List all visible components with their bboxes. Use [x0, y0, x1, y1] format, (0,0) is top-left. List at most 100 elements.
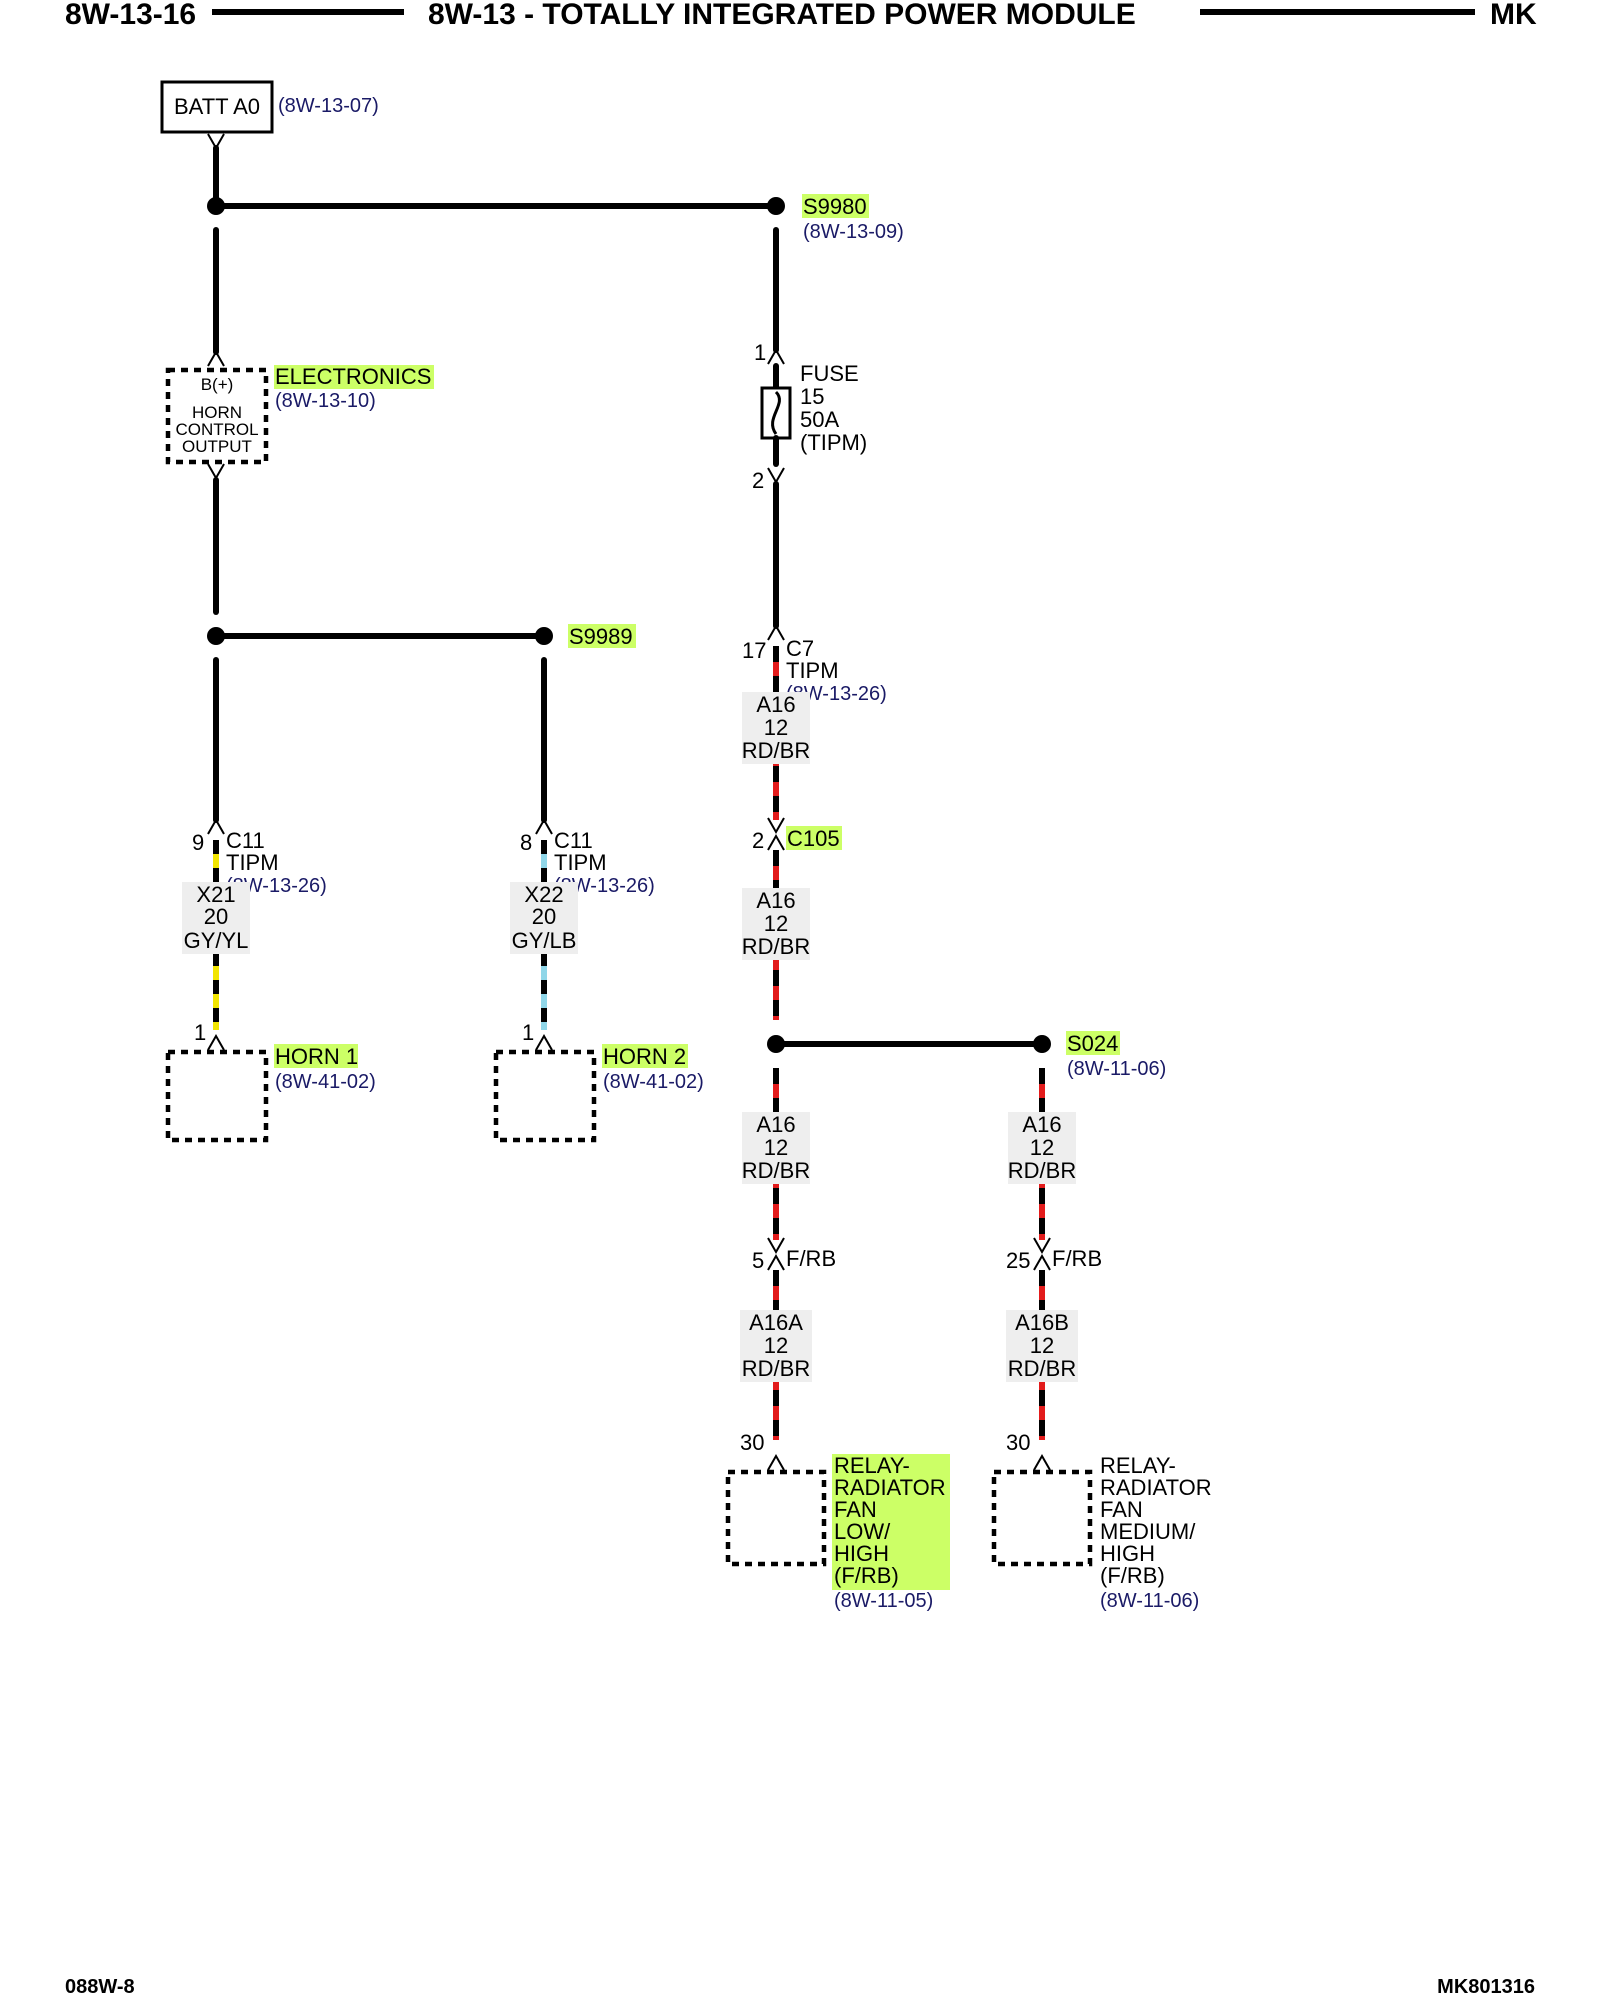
- c7-conn: C7: [786, 636, 814, 661]
- relay-med-connector-icon: [1033, 1453, 1051, 1471]
- frb-left-connector-icon: [767, 1237, 785, 1255]
- fuse-line-0: FUSE: [800, 361, 859, 386]
- horn1-label: HORN 1: [275, 1044, 358, 1069]
- horn2-c11-ref[interactable]: (8W-13-26): [554, 875, 655, 897]
- relay-low-line-1: RADIATOR: [834, 1475, 946, 1500]
- fuse-line-2: 50A: [800, 407, 839, 432]
- c105-pin: 2: [752, 828, 764, 853]
- electronics-inner-2: CONTROL: [175, 420, 258, 439]
- a16-2-circuit: A16: [756, 888, 795, 913]
- relay-low-connector-icon: [767, 1453, 785, 1471]
- a16-3-color: RD/BR: [742, 1158, 810, 1183]
- c7-name: TIPM: [786, 658, 839, 683]
- batt-a0-ref[interactable]: (8W-13-07): [278, 95, 379, 117]
- a16-1-circuit: A16: [756, 692, 795, 717]
- c105-highlight: [786, 826, 842, 850]
- frb-right-mate-connector-icon: [1033, 1253, 1051, 1271]
- frb-left-pin: 5: [752, 1248, 764, 1273]
- frb-left-conn: F/RB: [786, 1246, 836, 1271]
- x22-circuit: X22: [524, 882, 563, 907]
- horn1-pin: 1: [194, 1020, 206, 1045]
- c7-pin: 17: [742, 638, 766, 663]
- horn2-c11-name: TIPM: [554, 850, 607, 875]
- a16-2-color: RD/BR: [742, 934, 810, 959]
- relay-low-box[interactable]: [725, 1469, 827, 1567]
- a16-4-gauge: 12: [1030, 1135, 1054, 1160]
- splice-node-left-2: [207, 627, 225, 645]
- electronics-highlight: [274, 365, 434, 389]
- frb-right-conn: F/RB: [1052, 1246, 1102, 1271]
- horn2-pin: 1: [522, 1020, 534, 1045]
- s9980-highlight: [802, 194, 869, 218]
- electronics-ref[interactable]: (8W-13-10): [275, 390, 376, 412]
- horn1-c11-name: TIPM: [226, 850, 279, 875]
- horn2-box[interactable]: [493, 1049, 597, 1143]
- horn2-c11-conn: C11: [554, 828, 593, 853]
- horn1-c11-ref[interactable]: (8W-13-26): [226, 875, 327, 897]
- c105-conn: C105: [787, 826, 840, 851]
- s024-ref[interactable]: (8W-11-06): [1067, 1058, 1166, 1080]
- horn1-c11-pin: 9: [192, 830, 204, 855]
- x21-color: GY/YL: [184, 928, 249, 953]
- horn1-c11-conn: C11: [226, 828, 265, 853]
- relay-low-line-3: LOW/: [834, 1519, 891, 1544]
- a16-1-color: RD/BR: [742, 738, 810, 763]
- x22-code-bg: [510, 882, 578, 954]
- s024-label: S024: [1067, 1031, 1118, 1056]
- c105-connector-icon: [767, 817, 785, 835]
- horn2-c11-pin: 8: [520, 830, 532, 855]
- horn1-ref[interactable]: (8W-41-02): [275, 1071, 376, 1093]
- header-right: MK: [1490, 0, 1537, 31]
- relay-low-pin: 30: [740, 1430, 764, 1455]
- relay-med-line-3: MEDIUM/: [1100, 1519, 1196, 1544]
- relay-med-line-4: HIGH: [1100, 1541, 1155, 1566]
- c7-connector-icon: [767, 623, 785, 641]
- a16a-code-bg: [740, 1310, 812, 1382]
- electronics-inner-3: OUTPUT: [182, 437, 252, 456]
- horn1-box[interactable]: [165, 1049, 269, 1143]
- relay-low-ref[interactable]: (8W-11-05): [834, 1590, 933, 1612]
- fuse-pin-bottom: 2: [752, 468, 764, 493]
- a16-3-gauge: 12: [764, 1135, 788, 1160]
- splice-node-left: [207, 197, 225, 215]
- splice-node-s024-left: [767, 1035, 785, 1053]
- a16a-gauge: 12: [764, 1333, 788, 1358]
- a16-1-gauge: 12: [764, 715, 788, 740]
- fuse-out-connector-icon: [767, 467, 785, 485]
- relay-med-box[interactable]: [991, 1469, 1093, 1567]
- electronics-out-connector-icon: [207, 463, 225, 481]
- batt-a0-source[interactable]: BATT A0 (8W-13-07): [160, 80, 379, 151]
- electronics-label: ELECTRONICS: [275, 364, 431, 389]
- relay-low-highlight: [832, 1454, 950, 1590]
- frb-right-pin: 25: [1006, 1248, 1030, 1273]
- frb-right-connector-icon: [1033, 1237, 1051, 1255]
- horn2-label: HORN 2: [603, 1044, 686, 1069]
- electronics-in-connector-icon: [207, 349, 225, 367]
- fuse-line-3: (TIPM): [800, 430, 867, 455]
- a16-4-color: RD/BR: [1008, 1158, 1076, 1183]
- s024-highlight: [1066, 1031, 1120, 1055]
- splice-node-s9980: [767, 197, 785, 215]
- electronics-inner-0: B(+): [201, 375, 234, 394]
- s9980-ref[interactable]: (8W-13-09): [803, 221, 904, 243]
- relay-med-pin: 30: [1006, 1430, 1030, 1455]
- a16-4-code-bg: [1008, 1112, 1076, 1184]
- header-left: 8W-13-16: [65, 0, 196, 31]
- batt-a0-box: [160, 80, 274, 134]
- horn1-highlight: [274, 1044, 358, 1068]
- x21-gauge: 20: [204, 904, 228, 929]
- horn2-ref[interactable]: (8W-41-02): [603, 1071, 704, 1093]
- relay-med-ref[interactable]: (8W-11-06): [1100, 1590, 1199, 1612]
- a16-3-circuit: A16: [756, 1112, 795, 1137]
- a16b-color: RD/BR: [1008, 1356, 1076, 1381]
- electronics-box[interactable]: [165, 367, 269, 465]
- horn2-c11-connector-icon: [535, 817, 553, 835]
- s9980-label: S9980: [803, 194, 867, 219]
- a16a-color: RD/BR: [742, 1356, 810, 1381]
- relay-med-line-1: RADIATOR: [1100, 1475, 1212, 1500]
- c7-ref[interactable]: (8W-13-26): [786, 683, 887, 705]
- relay-low-line-0: RELAY-: [834, 1453, 910, 1478]
- fuse-in-connector-icon: [767, 347, 785, 365]
- electronics-inner-1: HORN: [192, 403, 242, 422]
